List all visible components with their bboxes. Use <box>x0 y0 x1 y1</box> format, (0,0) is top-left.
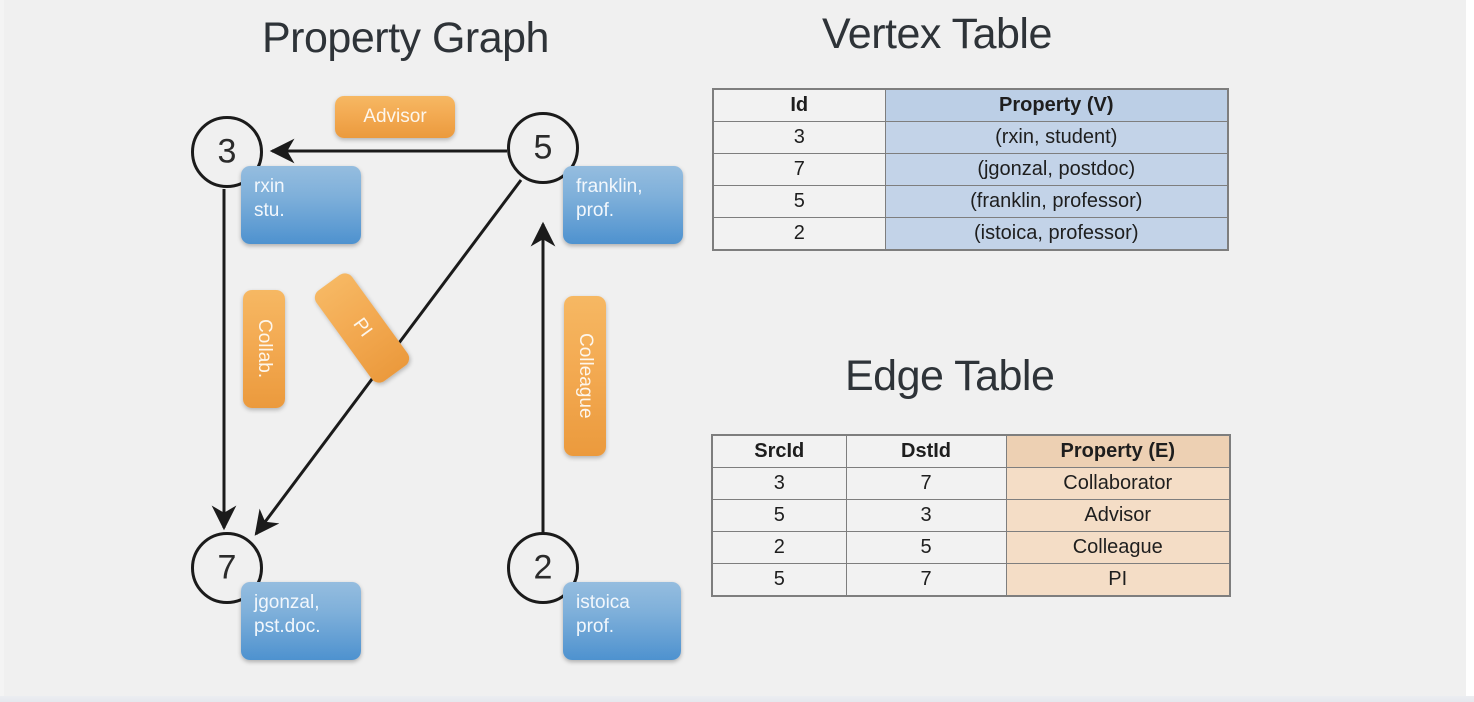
edge-row-1-dst: 3 <box>845 499 1007 532</box>
table-row: 7 (jgonzal, postdoc) <box>712 153 1229 186</box>
vertex-label-rxin: rxin stu. <box>241 166 361 244</box>
vertex-table-header-row: Id Property (V) <box>712 88 1229 122</box>
vertex-row-2-property: (franklin, professor) <box>884 185 1229 218</box>
edge-row-0-dst: 7 <box>845 467 1007 500</box>
vertex-row-1-property: (jgonzal, postdoc) <box>884 153 1229 186</box>
edge-table-header-dstid: DstId <box>845 434 1007 468</box>
vertex-row-3-id: 2 <box>712 217 886 251</box>
graph-node-3-id: 3 <box>217 132 237 171</box>
graph-node-7-id: 7 <box>217 548 237 587</box>
edge-row-1-src: 5 <box>711 499 847 532</box>
page-bottom-edge <box>0 696 1474 702</box>
vertex-label-jgonzal: jgonzal, pst.doc. <box>241 582 361 660</box>
edge-row-0-src: 3 <box>711 467 847 500</box>
edge-row-3-src: 5 <box>711 563 847 597</box>
edge-row-2-dst: 5 <box>845 531 1007 564</box>
edge-row-2-src: 2 <box>711 531 847 564</box>
vertex-row-3-property: (istoica, professor) <box>884 217 1229 251</box>
edge-table-header-srcid: SrcId <box>711 434 847 468</box>
graph-node-7[interactable]: 7 <box>191 532 263 604</box>
edge-row-3-dst: 7 <box>845 563 1007 597</box>
edge-row-1-property: Advisor <box>1005 499 1231 532</box>
table-row: 5 3 Advisor <box>711 499 1231 532</box>
vertex-row-0-property: (rxin, student) <box>884 121 1229 154</box>
vertex-table-header-id: Id <box>712 88 886 122</box>
graph-node-2-id: 2 <box>533 548 553 587</box>
page-left-edge <box>0 0 4 702</box>
edge-label-collab: Collab. <box>243 290 285 408</box>
edge-label-colleague: Colleague <box>564 296 606 456</box>
vertex-row-2-id: 5 <box>712 185 886 218</box>
vertex-table: Id Property (V) 3 (rxin, student) 7 (jgo… <box>712 88 1229 251</box>
graph-node-5-id: 5 <box>533 128 553 167</box>
table-row: 2 (istoica, professor) <box>712 217 1229 251</box>
edge-table: SrcId DstId Property (E) 3 7 Collaborato… <box>711 434 1231 597</box>
edge-row-0-property: Collaborator <box>1005 467 1231 500</box>
property-graph-title: Property Graph <box>262 14 549 62</box>
edge-table-header-row: SrcId DstId Property (E) <box>711 434 1231 468</box>
edge-label-advisor: Advisor <box>335 96 455 138</box>
graph-node-3[interactable]: 3 <box>191 116 263 188</box>
vertex-row-1-id: 7 <box>712 153 886 186</box>
vertex-label-istoica: istoica prof. <box>563 582 681 660</box>
edge-table-title: Edge Table <box>845 352 1055 400</box>
table-row: 5 7 PI <box>711 563 1231 597</box>
table-row: 5 (franklin, professor) <box>712 185 1229 218</box>
edge-table-header-property: Property (E) <box>1005 434 1231 468</box>
table-row: 3 (rxin, student) <box>712 121 1229 154</box>
page-right-edge <box>1466 0 1474 702</box>
edge-row-3-property: PI <box>1005 563 1231 597</box>
vertex-row-0-id: 3 <box>712 121 886 154</box>
vertex-table-header-property: Property (V) <box>884 88 1229 122</box>
vertex-label-franklin: franklin, prof. <box>563 166 683 244</box>
table-row: 2 5 Colleague <box>711 531 1231 564</box>
vertex-table-title: Vertex Table <box>822 10 1052 58</box>
table-row: 3 7 Collaborator <box>711 467 1231 500</box>
edge-row-2-property: Colleague <box>1005 531 1231 564</box>
